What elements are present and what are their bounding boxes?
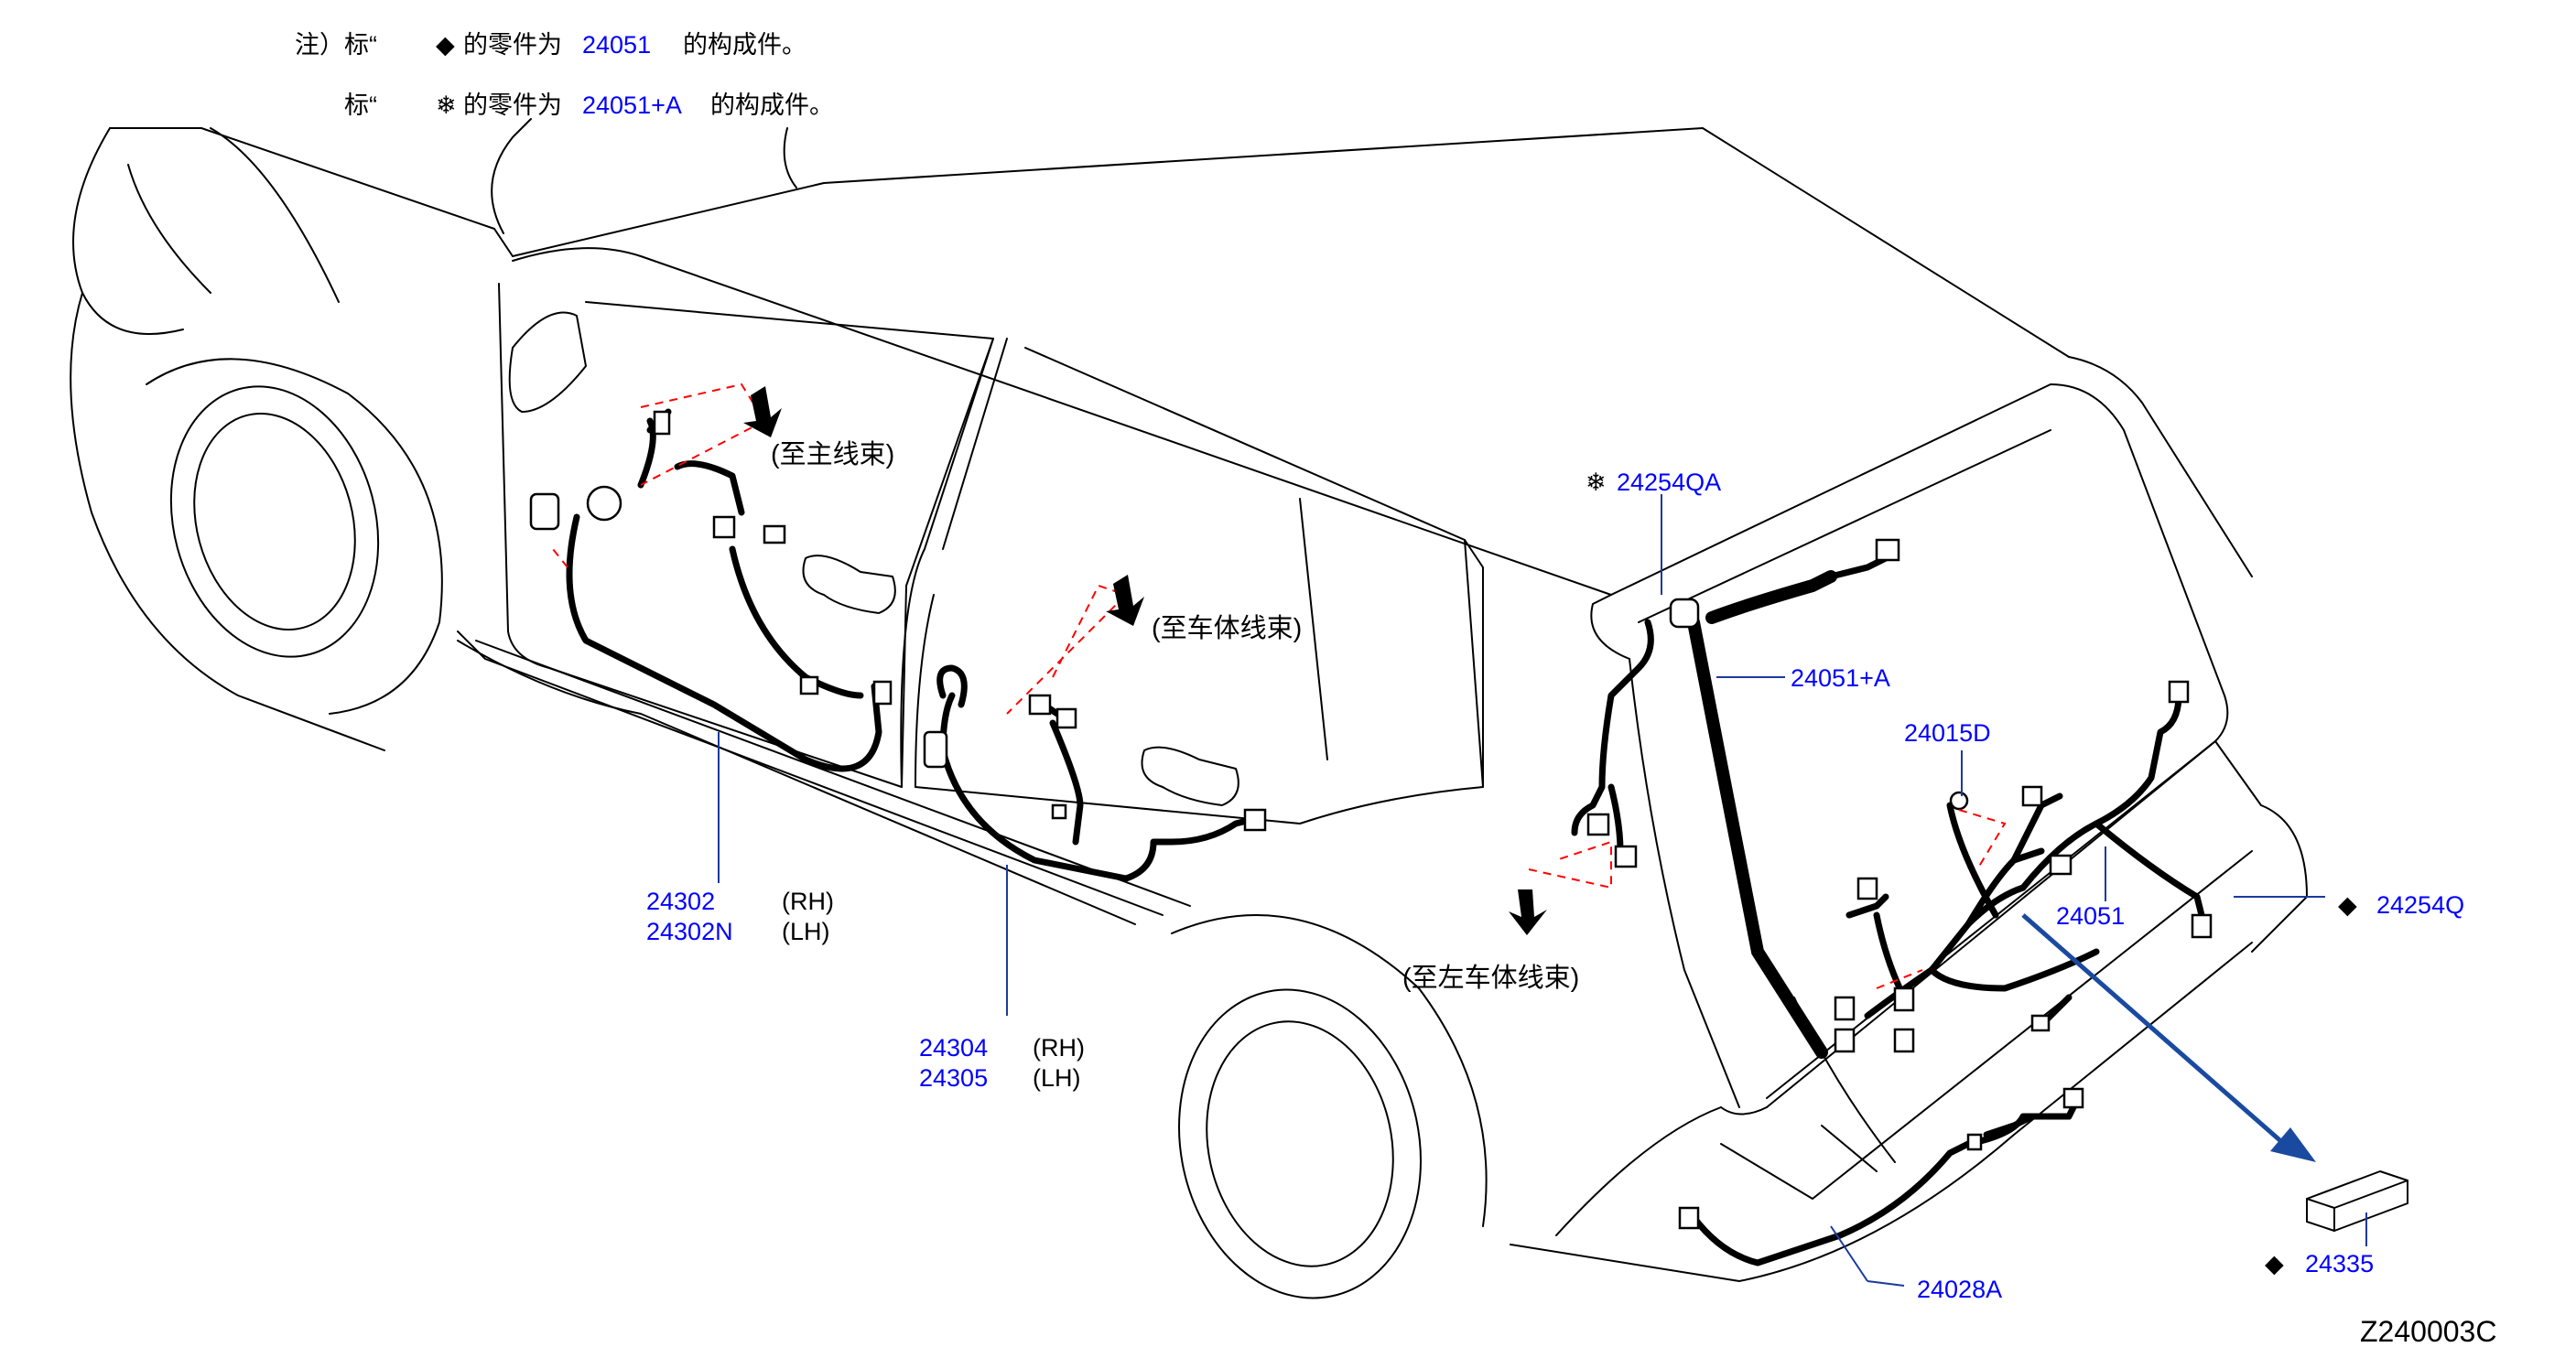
arrow-down-icon: [1509, 889, 1547, 935]
connector: [2030, 1014, 2051, 1032]
notes: 注）标“ ◆ 的零件为 24051 的构成件。 标“ ❄ 的零件为 24051+…: [295, 31, 834, 119]
connector: [1243, 808, 1267, 832]
snowflake-icon: ❄: [1586, 469, 1607, 496]
direction-arrows: [743, 386, 2316, 1162]
label-to-main-harness: (至主线束): [771, 439, 894, 469]
connector: [1678, 1206, 1700, 1230]
note-line1-part: 24051: [582, 31, 651, 59]
connector: [1586, 813, 1610, 836]
label-to-left-body-harness: (至左车体线束): [1402, 963, 1579, 993]
connector: [1055, 707, 1077, 729]
part-24305[interactable]: 24305: [919, 1064, 988, 1092]
note-line1-suffix: 的构成件。: [683, 31, 806, 59]
side-rh: (RH): [782, 888, 834, 915]
part-24302N[interactable]: 24302N: [646, 918, 733, 945]
part-24335[interactable]: 24335: [2305, 1250, 2374, 1277]
connector: [2049, 854, 2073, 876]
connector: [1966, 1133, 1983, 1151]
side-lh: (LH): [782, 918, 830, 945]
note-line1-middle: 的零件为: [463, 31, 562, 59]
connector: [1893, 986, 1915, 1012]
connector: [586, 485, 622, 522]
connector: [529, 492, 560, 531]
part-24302[interactable]: 24302: [646, 888, 715, 915]
snowflake-icon: ❄: [436, 92, 457, 119]
label-to-body-harness: (至车体线束): [1152, 613, 1302, 643]
connector: [1614, 845, 1638, 868]
note-line2-middle: 的零件为: [463, 92, 562, 119]
connector: [2168, 680, 2190, 704]
harness-rear-bumper[interactable]: [1678, 1087, 2084, 1266]
connector: [1875, 538, 1900, 562]
connector: [2021, 785, 2043, 807]
harness-front-door[interactable]: [529, 408, 893, 772]
dashed-connection-lines: [548, 383, 2007, 989]
connector: [1051, 803, 1067, 820]
harness-rear-door[interactable]: [923, 664, 1267, 882]
note-line2-suffix: 的构成件。: [710, 92, 834, 119]
part-24254QA[interactable]: 24254QA: [1617, 469, 1721, 496]
part-24051[interactable]: 24051: [2056, 902, 2125, 930]
connector: [1834, 1028, 1856, 1053]
side-rh: (RH): [1033, 1034, 1085, 1062]
connector: [1856, 877, 1878, 900]
diamond-icon: ◆: [436, 31, 455, 59]
direction-labels: (至主线束) (至车体线束) (至左车体线束): [771, 439, 1579, 993]
part-24304[interactable]: 24304: [919, 1034, 988, 1062]
connector: [1669, 598, 1700, 629]
connector: [712, 515, 736, 539]
arrow-down-icon: [1106, 575, 1144, 626]
part-24051A[interactable]: 24051+A: [1791, 664, 1890, 692]
connector: [1028, 694, 1052, 716]
note-line2-prefix: 标“: [344, 92, 377, 119]
connector: [1834, 996, 1856, 1021]
connector: [653, 410, 671, 436]
diamond-icon: ◆: [2338, 891, 2357, 919]
bolt: [1949, 791, 1969, 811]
note-line2-part: 24051+A: [582, 92, 682, 119]
part-24028A[interactable]: 24028A: [1917, 1276, 2002, 1303]
harness-rear-hatch[interactable]: [1571, 538, 2213, 1059]
part-box-24335: [2306, 1170, 2408, 1232]
part-24015D[interactable]: 24015D: [1904, 719, 1991, 747]
vehicle-outline: [70, 118, 2308, 1299]
diamond-icon: ◆: [2265, 1250, 2284, 1277]
part-callouts: 24302 24302N (RH) (LH) 24304 24305 (RH) …: [646, 469, 2464, 1303]
leader-lines: [718, 494, 2367, 1287]
diagram-code: Z240003C: [2360, 1315, 2496, 1348]
connector: [799, 675, 819, 695]
connector: [923, 730, 948, 769]
connector: [1893, 1028, 1915, 1053]
note-line1-prefix: 注）标“: [295, 31, 377, 59]
part-24254Q[interactable]: 24254Q: [2376, 891, 2464, 919]
connector: [872, 680, 893, 706]
side-lh: (LH): [1033, 1064, 1081, 1092]
connector: [2191, 913, 2213, 939]
connector: [2062, 1087, 2084, 1109]
arrow-down-icon: [743, 386, 782, 437]
arrow-icon: [2270, 1127, 2316, 1162]
connector: [763, 524, 786, 544]
